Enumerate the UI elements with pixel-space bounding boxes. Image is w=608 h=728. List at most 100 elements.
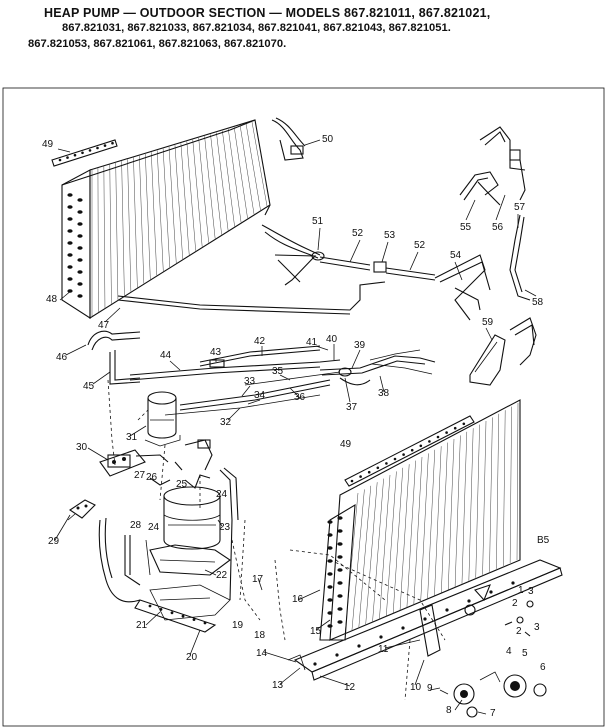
coil-fin [509,406,512,563]
rail-hole [436,435,440,439]
coil-fin [496,413,500,569]
callout-22: 22 [216,570,228,581]
coil-hole [77,222,83,226]
coil-fin [239,125,255,215]
callout-26: 26 [146,472,158,483]
coil-fin [97,168,99,312]
coil-fin [174,145,183,259]
rail-hole [350,479,354,483]
coil-hole [77,282,83,286]
coil-hole [67,277,73,281]
callout-labels: 1 2 3 4 5 6 7 8 9 10 11 12 13 14 15 16 1… [42,134,550,719]
coil-fin [198,137,209,243]
callout-49-a: 49 [42,139,54,150]
callout-40: 40 [326,334,338,345]
coil-fin [216,132,229,231]
coil-fin [372,478,384,623]
rail-hole [453,426,457,430]
coil-hole [327,624,333,628]
coil-hole [77,270,83,274]
callout-50: 50 [322,134,334,145]
coil-fin [168,146,177,264]
coil-fin [406,460,416,608]
compressor-base [134,544,231,633]
rail-hole [489,590,493,594]
coil-fin [482,420,487,575]
callout-7: 7 [490,708,496,719]
callout-51: 51 [312,216,324,227]
diagram-frame [2,87,605,727]
small-parts [419,584,547,718]
callout-35: 35 [272,366,284,377]
callout-37: 37 [346,402,358,413]
vertical-tubes [98,517,151,603]
callout-1: 1 [518,585,524,596]
switch-assembly [67,449,169,521]
coil-fin [461,431,468,584]
coil-fin [222,130,235,227]
coil-hole [337,555,343,559]
coil-fin [251,121,268,207]
coil-fin [233,127,248,219]
title-line-2: 867.821031, 867.821033, 867.821034, 867.… [62,22,451,34]
lower-tubing [87,281,386,385]
coil-fin [133,157,138,288]
base-hole [148,604,152,608]
coil-hole [327,533,333,537]
callout-52-a: 52 [352,228,364,239]
coil-hole [67,265,73,269]
rail-hole [393,457,397,461]
coil-hole [77,198,83,202]
rail-hole [73,153,77,157]
callout-24-a: 24 [216,489,228,500]
coil-fin [109,164,112,304]
coil-hole [67,217,73,221]
callout-48: 48 [46,294,58,305]
coil-side-rail [344,415,475,487]
compressor-23 [163,467,239,601]
callout-25: 25 [176,479,188,490]
callout-17: 17 [252,574,264,585]
callout-2: 2 [512,598,518,609]
callout-21: 21 [136,620,148,631]
coil-fin [468,428,474,581]
coil-fin [186,141,196,251]
rail-hole [313,662,317,666]
callout-57: 57 [514,202,526,213]
base-hole [159,608,163,611]
coil-fin [392,467,404,614]
coil-fin [358,485,372,629]
coil-fin [502,410,506,566]
coil-hole [337,607,343,611]
rail-hole [385,462,388,465]
rail-hole [103,144,107,147]
coil-hole [67,205,73,209]
coil-fin [180,143,190,255]
callout-6: 6 [540,662,546,673]
coil-fin [434,446,442,596]
coil-fin [139,155,145,284]
coil-fin [127,159,132,292]
coil-hole [327,546,333,550]
tube-assembly-50 [271,117,306,161]
callout-46: 46 [56,352,68,363]
callout-47: 47 [98,320,110,331]
fittings-25-27 [149,439,213,486]
callout-34: 34 [254,390,266,401]
coil-hole [327,611,333,615]
coil-hole [67,241,73,245]
callout-43: 43 [210,347,222,358]
callout-39: 39 [354,340,366,351]
dashed-leaders [107,379,446,701]
coil-hole [77,258,83,262]
rail-hole [58,158,62,162]
callout-45: 45 [83,381,95,392]
coil-fin [365,482,378,626]
callout-9: 9 [427,683,433,694]
rail-hole [88,149,92,152]
callout-28: 28 [130,520,142,531]
coil-hole [67,193,73,197]
title-line-1: HEAP PUMP — OUTDOOR SECTION — MODELS 867… [44,6,491,20]
rail-hole [419,444,423,448]
callout-38: 38 [378,388,390,399]
